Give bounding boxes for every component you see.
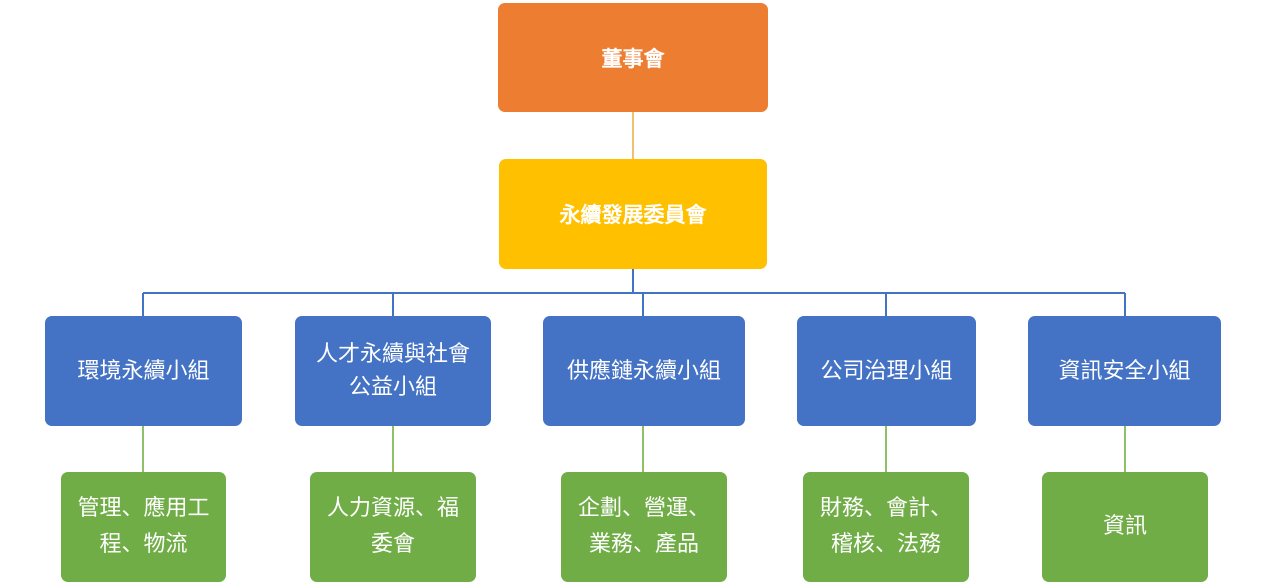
group-label: 公司治理小組 [820, 358, 953, 384]
task-node-talent-social: 人力資源、福委會 [310, 472, 476, 582]
committee-label: 永續發展委員會 [559, 203, 707, 227]
group-label: 資訊安全小組 [1058, 358, 1191, 384]
group-node-talent-social: 人才永續與社會公益小組 [295, 316, 491, 426]
group-label: 供應鏈永續小組 [566, 358, 721, 384]
board-node: 董事會 [498, 3, 768, 112]
task-node-governance: 財務、會計、稽核、法務 [803, 472, 969, 582]
committee-node: 永續發展委員會 [499, 159, 767, 269]
board-label: 董事會 [601, 46, 665, 71]
task-label: 人力資源、福委會 [326, 495, 459, 557]
task-label: 管理、應用工程、物流 [77, 495, 210, 557]
task-node-infosec: 資訊 [1042, 472, 1208, 582]
group-node-governance: 公司治理小組 [797, 316, 976, 426]
task-label: 財務、會計、稽核、法務 [819, 495, 952, 557]
group-label: 環境永續小組 [77, 358, 210, 384]
group-node-environment: 環境永續小組 [45, 316, 242, 426]
task-node-supply-chain: 企劃、營運、業務、產品 [561, 472, 727, 582]
group-node-supply-chain: 供應鏈永續小組 [543, 316, 745, 426]
task-node-environment: 管理、應用工程、物流 [61, 472, 226, 582]
group-label: 人才永續與社會公益小組 [315, 342, 470, 400]
task-label: 資訊 [1102, 513, 1147, 539]
task-label: 企劃、營運、業務、產品 [577, 495, 710, 557]
group-node-infosec: 資訊安全小組 [1028, 316, 1221, 426]
